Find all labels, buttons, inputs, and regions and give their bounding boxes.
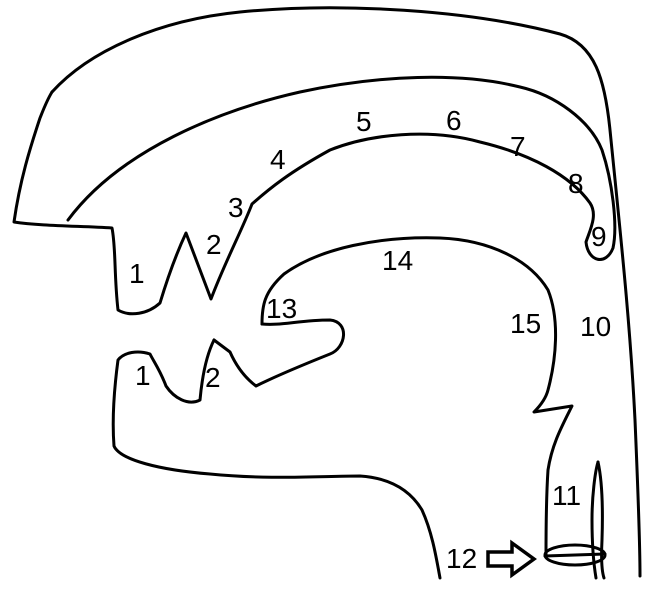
label-uvula: 9 bbox=[591, 221, 607, 252]
label-tongue-tip: 13 bbox=[266, 293, 297, 324]
label-pharynx: 10 bbox=[580, 311, 611, 342]
label-hard-palate-mid: 5 bbox=[356, 106, 372, 137]
label-tongue-root: 15 bbox=[510, 308, 541, 339]
label-upper-teeth: 2 bbox=[206, 229, 222, 260]
tongue-tip-outline bbox=[214, 320, 344, 386]
label-upper-lip: 1 bbox=[129, 258, 145, 289]
label-alveolar-ridge: 3 bbox=[228, 192, 244, 223]
label-lower-lip: 1 bbox=[135, 360, 151, 391]
label-hard-palate-back: 6 bbox=[446, 105, 462, 136]
label-hard-palate-front: 4 bbox=[270, 144, 286, 175]
label-vocal-tract-lower: 11 bbox=[552, 480, 581, 511]
head-outline bbox=[14, 77, 615, 313]
label-glottis: 12 bbox=[446, 543, 477, 574]
label-tongue-body: 14 bbox=[382, 245, 413, 276]
tongue-outline bbox=[262, 238, 572, 556]
label-soft-palate-front: 7 bbox=[510, 131, 526, 162]
label-soft-palate-back: 8 bbox=[568, 168, 584, 199]
label-lower-teeth: 2 bbox=[205, 362, 221, 393]
glottis-line bbox=[545, 554, 605, 556]
glottis-arrow-icon bbox=[488, 543, 534, 575]
